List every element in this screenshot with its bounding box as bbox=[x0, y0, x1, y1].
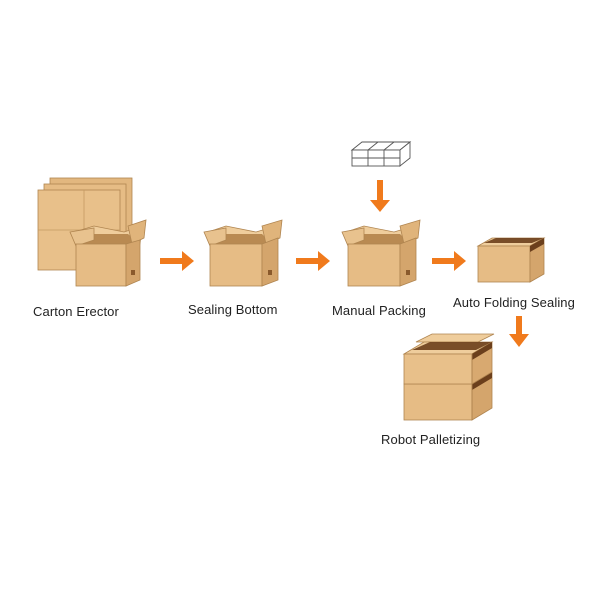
product-stack-icon bbox=[350, 141, 412, 167]
flow-arrow-3 bbox=[432, 251, 466, 271]
auto-folding-sealing-illustration bbox=[476, 237, 546, 283]
label-carton-erector: Carton Erector bbox=[33, 304, 119, 319]
label-robot-palletizing: Robot Palletizing bbox=[381, 432, 481, 447]
flow-arrow-1 bbox=[160, 251, 194, 271]
open-carton-box bbox=[69, 219, 147, 287]
carton-erector-illustration bbox=[37, 177, 147, 287]
arrow-right-icon bbox=[160, 251, 194, 271]
label-manual-packing: Manual Packing bbox=[332, 303, 426, 318]
arrow-down-icon bbox=[370, 180, 390, 212]
flow-arrow-2 bbox=[296, 251, 330, 271]
robot-palletizing-illustration bbox=[402, 333, 495, 421]
arrow-right-icon bbox=[296, 251, 330, 271]
packing-open-box bbox=[341, 219, 421, 287]
flow-arrow-down bbox=[509, 316, 529, 347]
arrow-right-icon bbox=[432, 251, 466, 271]
label-sealing-bottom: Sealing Bottom bbox=[188, 302, 278, 317]
label-auto-folding-sealing: Auto Folding Sealing bbox=[453, 295, 575, 310]
arrow-down-icon bbox=[509, 316, 529, 347]
sealing-bottom-illustration bbox=[203, 219, 283, 287]
manual-packing-illustration bbox=[341, 141, 421, 287]
